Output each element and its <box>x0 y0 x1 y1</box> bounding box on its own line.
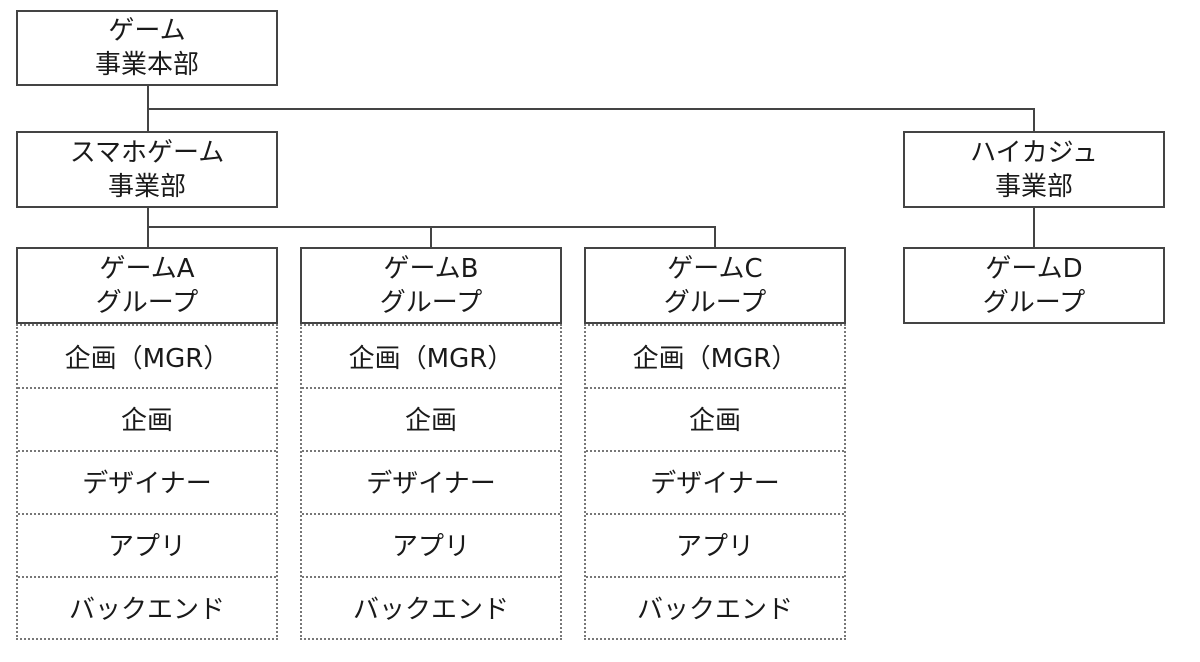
role-column-game-a: 企画（MGR） 企画 デザイナー アプリ バックエンド <box>16 324 278 640</box>
group-line2: グループ <box>982 287 1086 318</box>
group-node-game-a: ゲームA グループ <box>16 247 278 324</box>
group-line1: ゲームD <box>985 253 1083 284</box>
connector-to-game-b <box>430 226 432 248</box>
role-cell: 企画（MGR） <box>348 344 514 374</box>
division-line1: ハイカジュ <box>970 137 1098 168</box>
role-cell: デザイナー <box>586 450 844 511</box>
division-line2: 事業部 <box>994 171 1073 202</box>
role-cell: アプリ <box>18 513 276 574</box>
group-line2: グループ <box>379 287 483 318</box>
role-cell: デザイナー <box>18 450 276 511</box>
role-column-game-b: 企画（MGR） 企画 デザイナー アプリ バックエンド <box>300 324 562 640</box>
role-cell: デザイナー <box>302 450 560 511</box>
connector-to-game-c <box>714 226 716 248</box>
role-cell: バックエンド <box>586 576 844 637</box>
group-line1: ゲームC <box>667 253 763 284</box>
role-cell: 企画 <box>302 387 560 448</box>
connector-haikaju-down <box>1033 207 1035 248</box>
role-cell: バックエンド <box>18 576 276 637</box>
group-node-game-b: ゲームB グループ <box>300 247 562 324</box>
division-line1: スマホゲーム <box>69 137 225 168</box>
role-cell: 企画 <box>586 387 844 448</box>
root-line1: ゲーム <box>108 16 186 46</box>
root-node-game-division-hq: ゲーム 事業本部 <box>16 10 278 86</box>
group-line2: グループ <box>663 287 767 318</box>
group-node-game-d: ゲームD グループ <box>903 247 1165 324</box>
role-cell: バックエンド <box>302 576 560 637</box>
connector-root-horizontal <box>147 108 1035 110</box>
role-cell: 企画（MGR） <box>64 344 230 374</box>
role-column-game-c: 企画（MGR） 企画 デザイナー アプリ バックエンド <box>584 324 846 640</box>
group-line1: ゲームA <box>99 253 195 284</box>
group-line2: グループ <box>95 287 199 318</box>
role-cell: 企画（MGR） <box>632 344 798 374</box>
connector-to-haikaju <box>1033 108 1035 132</box>
group-line1: ゲームB <box>383 253 479 284</box>
role-cell: アプリ <box>302 513 560 574</box>
role-cell: アプリ <box>586 513 844 574</box>
division-node-smaho: スマホゲーム 事業部 <box>16 131 278 208</box>
group-node-game-c: ゲームC グループ <box>584 247 846 324</box>
division-node-haikaju: ハイカジュ 事業部 <box>903 131 1165 208</box>
division-line2: 事業部 <box>107 171 186 202</box>
role-cell: 企画 <box>18 387 276 448</box>
root-line2: 事業本部 <box>94 50 199 80</box>
